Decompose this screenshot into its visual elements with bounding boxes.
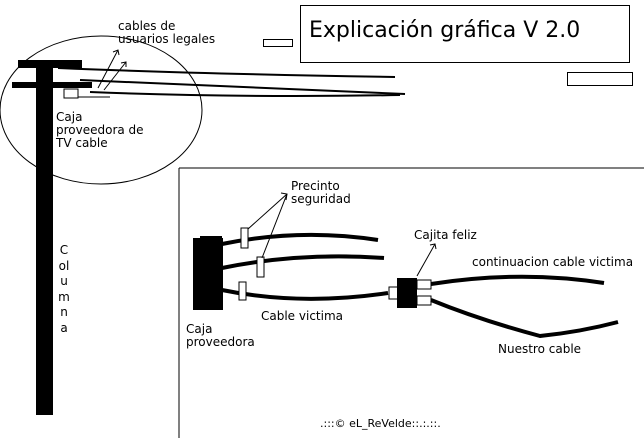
- provider-box-lid: [200, 236, 222, 242]
- arrow-seal-head: [280, 192, 288, 201]
- continuacion-cable-line: [430, 274, 605, 286]
- tv-cable-box: [63, 88, 79, 99]
- utility-pole: [36, 63, 53, 415]
- arrow-legal-2: [103, 61, 127, 91]
- security-seal-1: [240, 227, 249, 249]
- diagram-title: Explicación gráfica V 2.0: [309, 18, 581, 43]
- label-caja-proveedora: Caja proveedora: [186, 322, 255, 349]
- label-cable-victima: Cable victima: [261, 309, 343, 323]
- label-cables-legales: cables de usuarios legales: [118, 19, 216, 46]
- splitter-connector-top: [416, 279, 432, 290]
- label-caja-tv: Caja proveedora de TV cable: [56, 110, 144, 150]
- decorative-rect-wide: [567, 72, 633, 86]
- label-continuacion: continuacion cable victima: [472, 255, 634, 269]
- pole-crossbar-bottom: [12, 82, 92, 88]
- title-box: Explicación gráfica V 2.0: [300, 5, 630, 63]
- security-seal-3: [238, 281, 247, 301]
- arrow-seal-2: [261, 193, 288, 259]
- arrow-legal-1: [97, 49, 119, 89]
- provider-box: [193, 238, 223, 310]
- nuestro-cable-line: [430, 298, 619, 339]
- arrow-legal-1-head: [112, 49, 120, 56]
- provider-cable-2: [221, 254, 385, 270]
- provider-cable-1: [221, 232, 379, 246]
- arrow-cajita: [416, 243, 436, 277]
- label-precinto: Precinto seguridad: [291, 179, 351, 206]
- highlight-ellipse: [0, 35, 203, 185]
- cajita-feliz-box: [397, 278, 417, 308]
- security-seal-2: [256, 256, 265, 278]
- arrow-cajita-head: [429, 243, 437, 250]
- label-nuestro-cable: Nuestro cable: [498, 342, 582, 356]
- arrow-seal-1: [247, 193, 288, 230]
- cable-victima-line: [221, 288, 389, 301]
- overhead-cable-2: [79, 79, 406, 95]
- overhead-cable-3: [89, 91, 401, 97]
- decorative-rect-small: [263, 39, 293, 47]
- label-columna: Columna: [58, 243, 70, 335]
- splitter-connector-bottom: [416, 295, 432, 306]
- overhead-cable-1: [57, 67, 396, 78]
- arrow-legal-2-head: [120, 61, 127, 67]
- pole-crossbar-top: [18, 60, 82, 68]
- author-credit: .:::© eL_ReVelde::.:.::.: [320, 417, 441, 430]
- label-cajita-feliz: Cajita feliz: [414, 228, 477, 242]
